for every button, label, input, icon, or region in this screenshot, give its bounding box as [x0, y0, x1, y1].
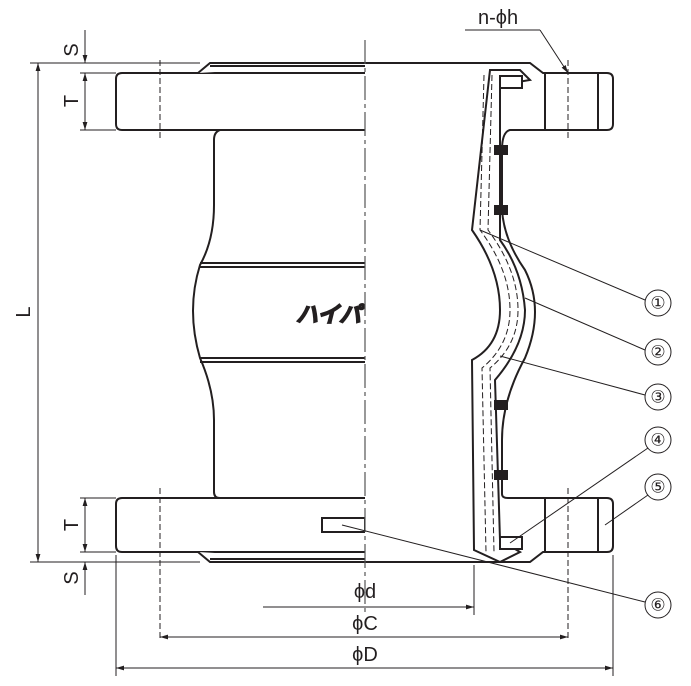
- svg-text:⑥: ⑥: [650, 596, 665, 615]
- section-view: [365, 60, 614, 640]
- callout-4: ④: [644, 426, 672, 454]
- dim-phi-d: ϕd: [354, 581, 376, 603]
- bottom-flange-left: [115, 497, 365, 553]
- dim-t-bottom: T: [61, 519, 83, 531]
- reinforcement-marks: [494, 145, 508, 480]
- dim-phi-D: ϕD: [352, 644, 378, 666]
- svg-text:⑤: ⑤: [650, 478, 665, 497]
- callout-5: ⑤: [644, 473, 672, 501]
- dim-s-top: S: [61, 43, 83, 56]
- top-flange-left: [115, 72, 365, 131]
- callout-2: ②: [644, 338, 672, 366]
- top-flange-right: [365, 62, 614, 563]
- svg-text:①: ①: [650, 294, 665, 313]
- exterior-view: ハイパ: [115, 60, 366, 640]
- svg-text:④: ④: [650, 431, 665, 450]
- top-retaining-ring: [499, 75, 523, 89]
- callout-1: ①: [644, 289, 672, 317]
- bottom-retaining-ring: [499, 536, 523, 550]
- svg-text:②: ②: [650, 343, 665, 362]
- top-rubber-flange: [197, 62, 365, 74]
- svg-text:③: ③: [650, 388, 665, 407]
- dim-s-bottom: S: [61, 571, 83, 584]
- logo-text: ハイパ: [296, 303, 365, 328]
- dim-bolt-holes: n-ϕh: [478, 7, 518, 29]
- vertical-dimensions: S T L T S: [13, 30, 200, 595]
- dim-l: L: [13, 306, 35, 317]
- dim-t-top: T: [61, 95, 83, 107]
- dim-phi-c: ϕC: [352, 613, 378, 635]
- callouts: ① ② ③ ④ ⑤ ⑥: [341, 229, 672, 619]
- rubber-body: [192, 129, 365, 499]
- horizontal-dimensions: ϕd ϕC ϕD n-ϕh: [115, 7, 614, 676]
- callout-6: ⑥: [644, 591, 672, 619]
- callout-3: ③: [644, 383, 672, 411]
